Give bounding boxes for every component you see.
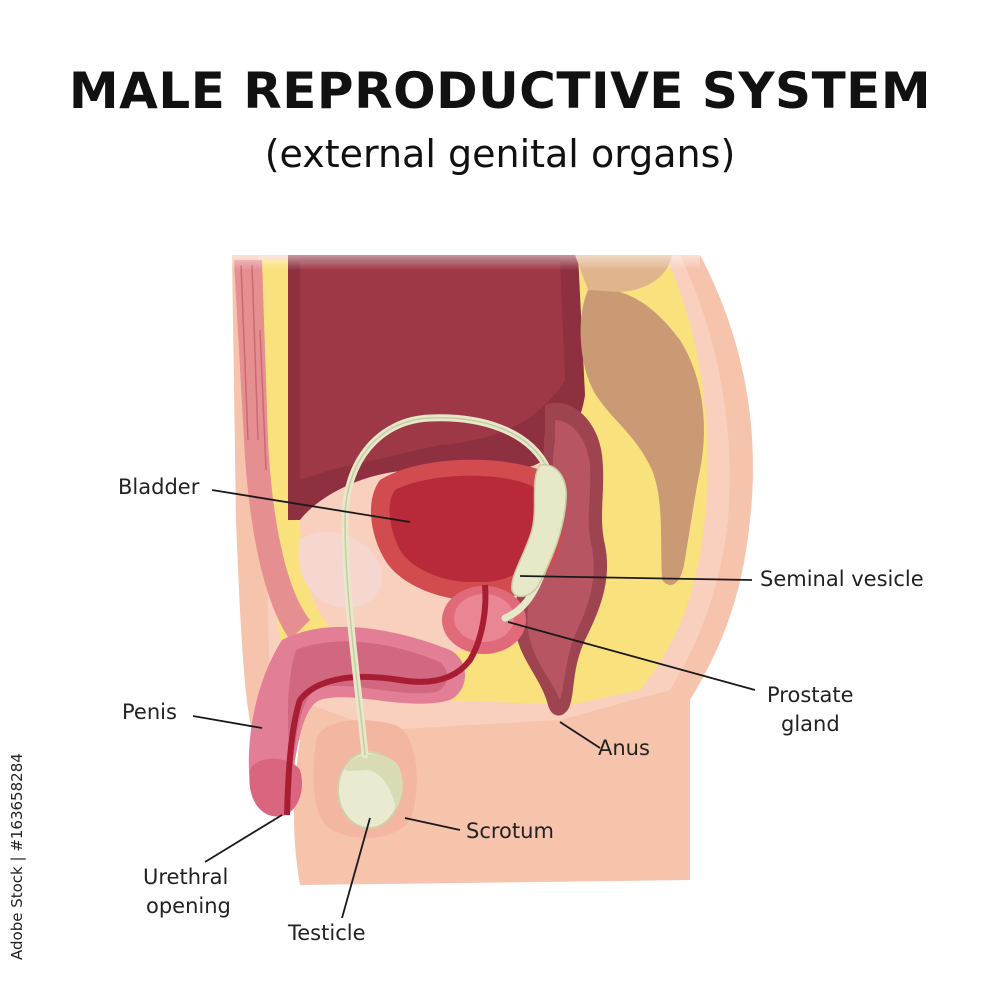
leader-bladder bbox=[211, 489, 411, 523]
bladder-inner bbox=[389, 475, 546, 582]
label-penis: Penis bbox=[122, 700, 177, 724]
label-seminal-vesicle: Seminal vesicle bbox=[760, 567, 924, 591]
glans bbox=[249, 758, 302, 817]
label-urethral-line1: Urethral bbox=[143, 865, 228, 889]
stock-credit: Adobe Stock | #163658284 bbox=[8, 753, 28, 960]
label-scrotum: Scrotum bbox=[466, 819, 554, 843]
abdominal-wall bbox=[234, 260, 310, 640]
leader-urethral-opening bbox=[204, 814, 283, 863]
stock-credit-text: Adobe Stock | #163658284 bbox=[8, 753, 26, 960]
pubic-bone bbox=[298, 531, 382, 609]
leader-prostate bbox=[507, 621, 756, 691]
page-title: MALE REPRODUCTIVE SYSTEM bbox=[68, 62, 932, 120]
label-testicle: Testicle bbox=[287, 921, 366, 945]
label-anus: Anus bbox=[598, 736, 650, 760]
label-prostate-line2: gland bbox=[781, 712, 840, 736]
leader-penis bbox=[192, 715, 263, 729]
leader-testicle bbox=[341, 817, 371, 919]
leader-scrotum bbox=[404, 817, 461, 831]
urethra bbox=[284, 584, 489, 816]
colon-stool bbox=[580, 289, 704, 585]
seminal-vesicle bbox=[511, 463, 567, 598]
label-prostate-line1: Prostate bbox=[767, 683, 854, 707]
leader-seminal-vesicle bbox=[519, 575, 753, 581]
leader-anus bbox=[559, 721, 601, 749]
label-urethral-line2: opening bbox=[146, 894, 231, 918]
label-bladder: Bladder bbox=[118, 475, 200, 499]
page-subtitle: (external genital organs) bbox=[264, 132, 736, 176]
